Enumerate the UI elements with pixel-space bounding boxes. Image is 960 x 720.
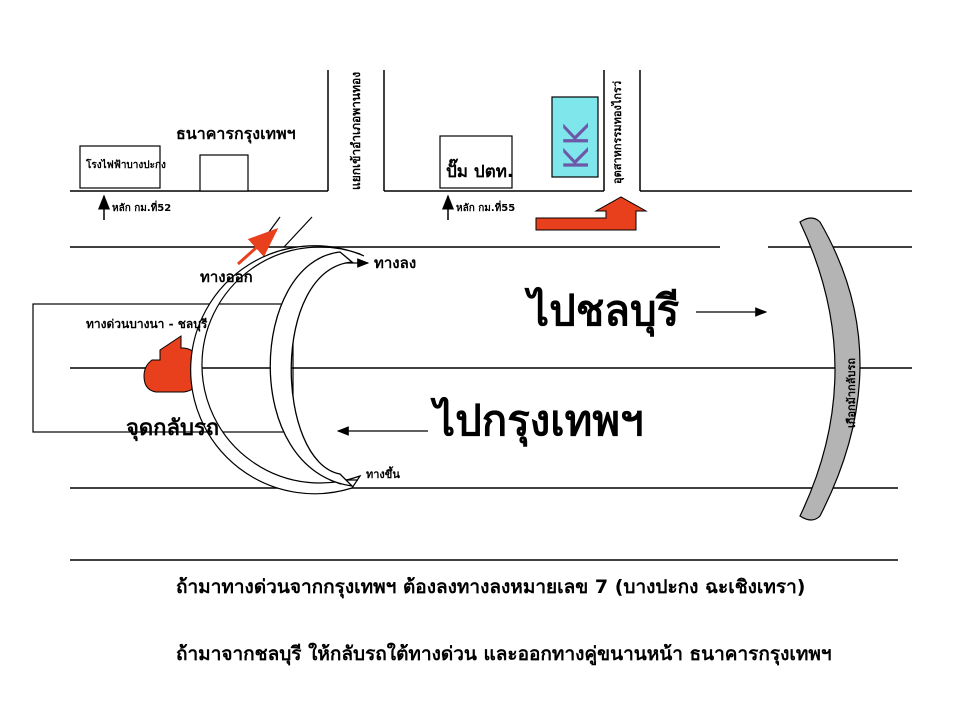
industrial-label: อุตสาหกรรมทองไกรว่	[611, 80, 624, 184]
exit-label: ทางออก	[200, 268, 253, 286]
ptt-label: ปั๊ม ปตท.	[446, 162, 514, 182]
to-bangkok-label: ไปกรุงเทพฯ	[434, 396, 644, 445]
expressway-label: ทางด่วนบางนา - ชลบุรี	[86, 317, 208, 331]
bangkok-bank-label: ธนาคารกรุงเทพฯ	[176, 124, 296, 143]
exit-ramp-line-2	[283, 216, 313, 248]
expressway-box	[32, 303, 294, 433]
km52-label: หลัก กม.ที่52	[112, 203, 172, 214]
junction-label: แยกเข้าอำเภอพานทอง	[349, 71, 363, 190]
power-plant-label: โรงไฟฟ้าบางปะกง	[86, 160, 166, 171]
ptt-building	[439, 135, 513, 189]
kk-logo-label: KK	[557, 121, 597, 170]
to-chonburi-label: ไปชลบุรี	[528, 286, 680, 335]
ramp-c-shape	[269, 251, 354, 487]
up-ramp-label: ทางขึ้น	[366, 468, 400, 481]
kk-building	[551, 96, 599, 178]
under-ramp-band	[190, 245, 365, 495]
kk-red-arrow	[535, 196, 648, 231]
instruction-line-2: ถ้ามาจากชลบุรี ให้กลับรถใต้ทางด่วน และออ…	[176, 643, 832, 665]
down-ramp-label: ทางลง	[374, 254, 417, 272]
bank-building	[199, 154, 249, 192]
horseshoe-uturn	[799, 217, 861, 521]
horseshoe-label: เกือกม้ากลับรถ	[845, 357, 858, 428]
instruction-line-1: ถ้ามาทางด่วนจากกรุงเทพฯ ต้องลงทางลงหมายเ…	[176, 576, 806, 598]
exit-red-arrow	[236, 227, 279, 266]
power-plant-building	[79, 145, 161, 189]
km55-label: หลัก กม.ที่55	[456, 203, 516, 214]
u-turn-point-label: จุดกลับรถ	[126, 416, 220, 441]
